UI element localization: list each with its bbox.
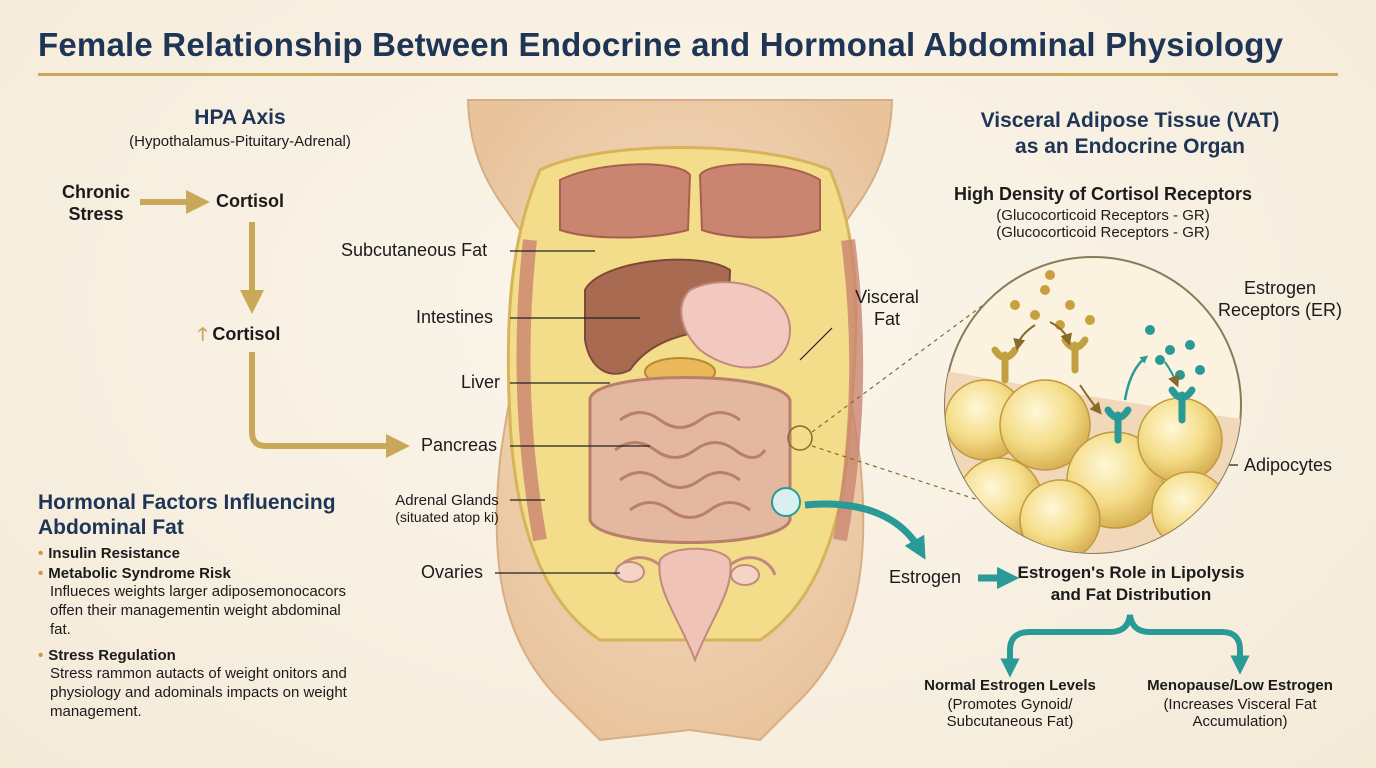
- factor-desc: Stress rammon autacts of weight onitors …: [50, 665, 347, 720]
- hpa-subtitle: (Hypothalamus-Pituitary-Adrenal): [129, 133, 351, 150]
- label-pancreas: Pancreas: [421, 435, 498, 455]
- label-subcutaneous-fat: Subcutaneous Fat: [341, 240, 488, 260]
- title-underline: [38, 73, 1338, 76]
- label-visceral-fat: Visceral Fat: [855, 287, 919, 329]
- hpa-arrows: [140, 190, 410, 458]
- label-ovaries: Ovaries: [421, 562, 484, 582]
- factor-item: •Insulin Resistance: [38, 545, 180, 562]
- label-intestines: Intestines: [416, 307, 494, 327]
- low-estrogen-box: Menopause/Low Estrogen (Increases Viscer…: [1147, 677, 1333, 730]
- factor-item: •Metabolic Syndrome Risk: [38, 565, 231, 582]
- factor-desc: Influeces weights larger adiposemonocaco…: [50, 583, 346, 638]
- cortisol-receptors-sub1: (Glucocorticoid Receptors - GR): [996, 207, 1210, 224]
- label-adrenal-note: (situated atop ki): [395, 509, 499, 525]
- torso-illustration: [466, 99, 894, 742]
- estrogen-role-title: Estrogen's Role in Lipolysis and Fat Dis…: [1017, 563, 1245, 604]
- factor-item: •Stress Regulation: [38, 647, 176, 664]
- label-adrenal-glands: Adrenal Glands: [395, 492, 499, 509]
- estrogen-receptor-icon: [1104, 386, 1196, 444]
- leader-lines: [495, 250, 1238, 574]
- cortisol-receptors-title: High Density of Cortisol Receptors: [953, 184, 1253, 204]
- label-liver: Liver: [461, 372, 501, 392]
- factors-list: •Insulin Resistance •Metabolic Syndrome …: [38, 545, 398, 721]
- normal-estrogen-box: Normal Estrogen Levels (Promotes Gynoid/…: [924, 677, 1096, 730]
- estrogen-arrows: [804, 500, 1250, 678]
- up-arrow-icon: 🡑: [198, 324, 208, 344]
- estrogen-receptors-label: Estrogen Receptors (ER): [1217, 278, 1343, 320]
- vat-title: Visceral Adipose Tissue (VAT) as an Endo…: [980, 109, 1280, 158]
- cortisol-receptors-sub2: (Glucocorticoid Receptors - GR): [996, 224, 1210, 241]
- chronic-stress-label: Chronic Stress: [61, 182, 130, 224]
- page-title: Female Relationship Between Endocrine an…: [38, 26, 1284, 63]
- cortisol-up-label: 🡑 Cortisol: [198, 324, 281, 344]
- adipocytes-label: Adipocytes: [1244, 455, 1333, 475]
- estrogen-label: Estrogen: [889, 567, 962, 587]
- hpa-title: HPA Axis: [194, 106, 286, 129]
- factors-title: Hormonal Factors Influencing Abdominal F…: [38, 491, 336, 539]
- cortisol-label: Cortisol: [216, 191, 285, 211]
